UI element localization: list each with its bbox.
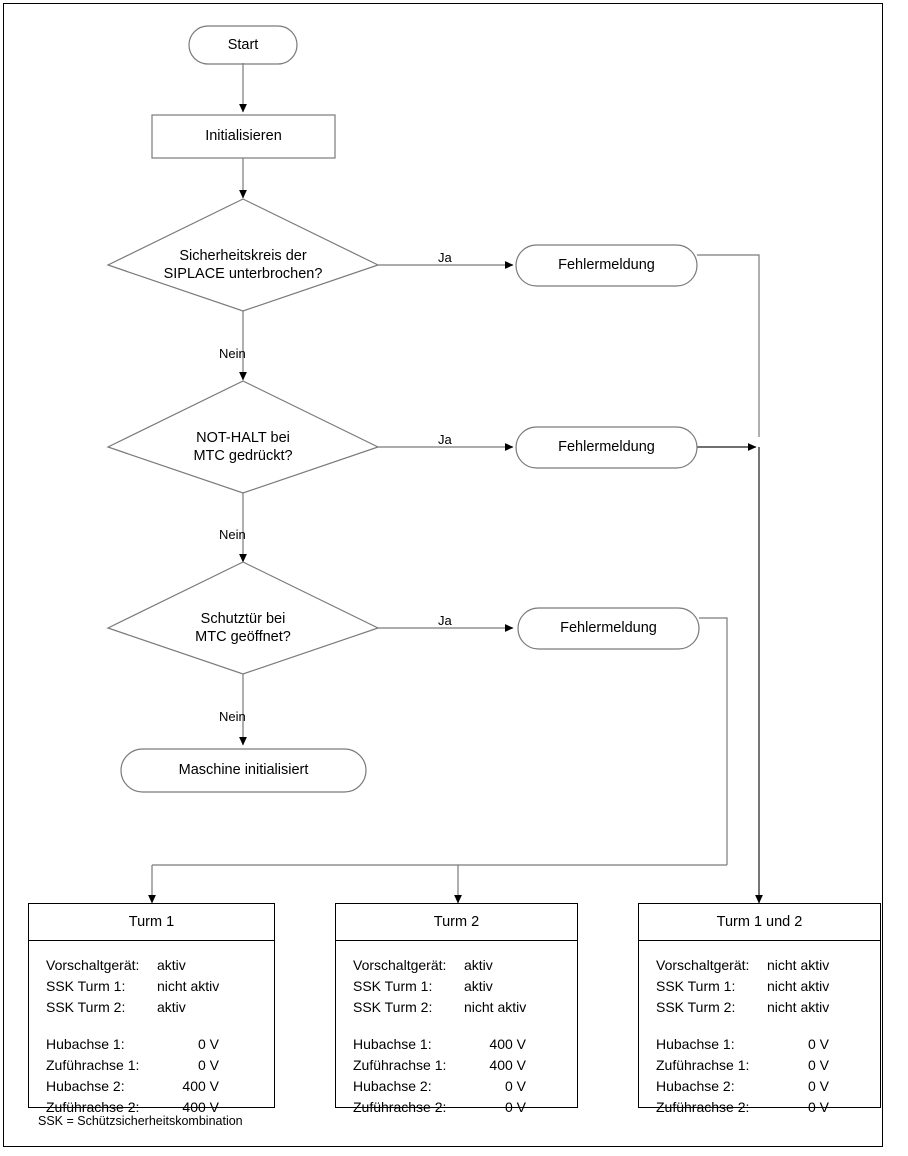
turm-row-key: Hubachse 1: xyxy=(656,1035,735,1052)
turm-section-gap xyxy=(29,1017,274,1033)
turm-row-value: aktiv xyxy=(157,956,186,973)
turm-row-key: Zuführachse 2: xyxy=(353,1098,447,1115)
turm-row-key: Zuführachse 2: xyxy=(656,1098,750,1115)
turm-section-gap xyxy=(639,1017,880,1033)
edge-label-nein-1: Nein xyxy=(219,346,246,361)
turm-row-key: Zuführachse 2: xyxy=(46,1098,140,1115)
turm-row: Zuführachse 2: 0 V xyxy=(336,1096,577,1117)
footnote-ssk-legend: SSK = Schützsicherheitskombination xyxy=(38,1114,243,1128)
turm-row: SSK Turm 2: nicht aktiv xyxy=(336,996,577,1017)
turm-row-value: 0 V xyxy=(807,1098,829,1115)
turm-row-key: SSK Turm 1: xyxy=(656,977,736,994)
turm-row: Vorschaltgerät: nicht aktiv xyxy=(639,954,880,975)
turm-row: Zuführachse 1: 0 V xyxy=(29,1054,274,1075)
turm-row-key: Zuführachse 1: xyxy=(46,1056,140,1073)
turm-row: Hubachse 1: 0 V xyxy=(29,1033,274,1054)
edge-label-ja-1: Ja xyxy=(438,250,452,265)
turm-row: Vorschaltgerät: aktiv xyxy=(29,954,274,975)
turm-row-key: SSK Turm 2: xyxy=(656,998,736,1015)
turm-2-title: Turm 2 xyxy=(336,904,577,941)
turm-row-value: 0 V xyxy=(197,1056,219,1073)
turm-row-value: nicht aktiv xyxy=(767,998,830,1015)
turm-row-key: SSK Turm 2: xyxy=(353,998,433,1015)
turm-row: Zuführachse 2: 0 V xyxy=(639,1096,880,1117)
turm-row: Zuführachse 2: 400 V xyxy=(29,1096,274,1117)
turm-1-title: Turm 1 xyxy=(29,904,274,941)
turm-row-value: aktiv xyxy=(464,956,493,973)
turm-row-key: Vorschaltgerät: xyxy=(353,956,447,973)
edge-label-ja-3: Ja xyxy=(438,613,452,628)
turm-row: Vorschaltgerät: aktiv xyxy=(336,954,577,975)
turm-row-key: Hubachse 1: xyxy=(353,1035,432,1052)
turm-row: SSK Turm 2: nicht aktiv xyxy=(639,996,880,1017)
turm-row: Hubachse 1: 400 V xyxy=(336,1033,577,1054)
turm-row-key: Hubachse 2: xyxy=(353,1077,432,1094)
turm-row-key: Vorschaltgerät: xyxy=(656,956,750,973)
turm-row-value: 400 V xyxy=(489,1035,526,1052)
page-border-frame xyxy=(3,3,883,1147)
edge-label-nein-2: Nein xyxy=(219,527,246,542)
turm-row-value: nicht aktiv xyxy=(767,956,830,973)
turm-row: Hubachse 1: 0 V xyxy=(639,1033,880,1054)
turm-row: SSK Turm 2: aktiv xyxy=(29,996,274,1017)
turm-row-key: Zuführachse 1: xyxy=(656,1056,750,1073)
turm-row-key: SSK Turm 2: xyxy=(46,998,126,1015)
turm-row-value: nicht aktiv xyxy=(157,977,220,994)
turm-row-key: SSK Turm 1: xyxy=(353,977,433,994)
turm-2-body: Vorschaltgerät: aktiv SSK Turm 1: aktiv … xyxy=(336,941,577,1127)
turm-row-value: 400 V xyxy=(489,1056,526,1073)
turm-row-value: 0 V xyxy=(807,1035,829,1052)
turm-row: SSK Turm 1: aktiv xyxy=(336,975,577,996)
turm-1-box: Turm 1 Vorschaltgerät: aktiv SSK Turm 1:… xyxy=(28,903,275,1115)
turm-row-value: 0 V xyxy=(807,1077,829,1094)
turm-row-key: Hubachse 2: xyxy=(46,1077,125,1094)
turm-row-key: Vorschaltgerät: xyxy=(46,956,140,973)
turm-row-value: aktiv xyxy=(464,977,493,994)
turm-row-value: aktiv xyxy=(157,998,186,1015)
turm-row: SSK Turm 1: nicht aktiv xyxy=(639,975,880,996)
turm-1-und-2-box: Turm 1 und 2 Vorschaltgerät: nicht aktiv… xyxy=(638,903,881,1115)
turm-row-value: 0 V xyxy=(504,1098,526,1115)
turm-section-gap xyxy=(336,1017,577,1033)
turm-2-box: Turm 2 Vorschaltgerät: aktiv SSK Turm 1:… xyxy=(335,903,578,1115)
turm-row: Hubachse 2: 0 V xyxy=(336,1075,577,1096)
turm-row: Zuführachse 1: 0 V xyxy=(639,1054,880,1075)
turm-row-value: 0 V xyxy=(504,1077,526,1094)
turm-row-value: 400 V xyxy=(182,1077,219,1094)
turm-row-key: Hubachse 1: xyxy=(46,1035,125,1052)
turm-1-und-2-title: Turm 1 und 2 xyxy=(639,904,880,941)
turm-row-value: nicht aktiv xyxy=(464,998,527,1015)
turm-1-und-2-body: Vorschaltgerät: nicht aktiv SSK Turm 1: … xyxy=(639,941,880,1127)
turm-row: Hubachse 2: 400 V xyxy=(29,1075,274,1096)
edge-label-nein-3: Nein xyxy=(219,709,246,724)
turm-row-value: 400 V xyxy=(182,1098,219,1115)
turm-row: Hubachse 2: 0 V xyxy=(639,1075,880,1096)
turm-row-key: Hubachse 2: xyxy=(656,1077,735,1094)
edge-label-ja-2: Ja xyxy=(438,432,452,447)
turm-row-key: Zuführachse 1: xyxy=(353,1056,447,1073)
turm-row-value: 0 V xyxy=(807,1056,829,1073)
turm-row: SSK Turm 1: nicht aktiv xyxy=(29,975,274,996)
turm-row-key: SSK Turm 1: xyxy=(46,977,126,994)
turm-1-body: Vorschaltgerät: aktiv SSK Turm 1: nicht … xyxy=(29,941,274,1127)
turm-row-value: nicht aktiv xyxy=(767,977,830,994)
turm-row: Zuführachse 1: 400 V xyxy=(336,1054,577,1075)
turm-row-value: 0 V xyxy=(197,1035,219,1052)
